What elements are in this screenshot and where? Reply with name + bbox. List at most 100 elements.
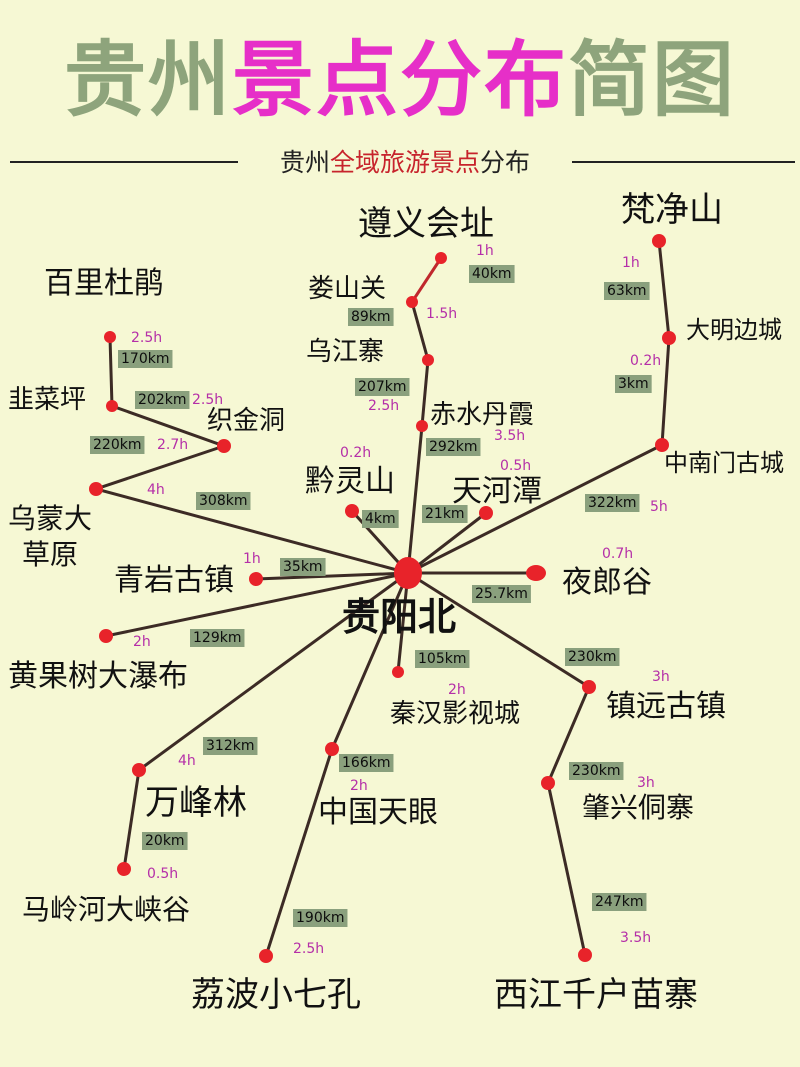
dot-guiyang-hub xyxy=(394,557,422,589)
dot-qianling xyxy=(345,504,359,518)
title-part-guizhou: 贵州 xyxy=(64,33,232,128)
route-zunyi-loushan xyxy=(410,256,443,304)
route-huangguoshu xyxy=(104,571,410,638)
travel-time-label: 2h xyxy=(350,778,368,794)
place-name: 娄山关 xyxy=(308,274,386,304)
distance-label: 25.7km xyxy=(475,586,528,602)
subtitle-part-3: 分布 xyxy=(480,148,530,177)
travel-time-labels: 1h 1.5h 2.5h 3.5h 1h 0.2h 5h 2.5h 2.5h 2… xyxy=(131,243,670,957)
distance-label: 220km xyxy=(93,437,141,453)
route-fanjing-chain xyxy=(406,239,671,575)
place-name: 镇远古镇 xyxy=(606,689,726,724)
place-name: 万峰林 xyxy=(145,783,247,823)
distance-label-box xyxy=(604,282,650,300)
place-name: 草原 xyxy=(22,538,78,571)
distance-label: 247km xyxy=(595,894,643,910)
travel-time-label: 3.5h xyxy=(620,930,651,946)
place-name: 中南门古城 xyxy=(664,449,784,477)
travel-time-label: 1h xyxy=(243,551,261,567)
title-part-sketch: 简图 xyxy=(568,33,736,128)
distance-label-box xyxy=(355,378,410,396)
dot-zhijin xyxy=(217,439,231,453)
travel-time-label: 2.5h xyxy=(293,941,324,957)
distance-label-box xyxy=(592,893,647,911)
distance-label: 3km xyxy=(618,376,649,392)
location-dots xyxy=(89,234,676,963)
travel-time-label: 1.5h xyxy=(426,306,457,322)
distance-label-box xyxy=(280,558,326,576)
place-name: 韭菜坪 xyxy=(8,385,86,415)
travel-time-label: 0.2h xyxy=(340,445,371,461)
travel-time-label: 1h xyxy=(622,255,640,271)
distance-label-box xyxy=(339,754,394,772)
travel-time-label: 0.5h xyxy=(147,866,178,882)
distance-label: 166km xyxy=(342,755,390,771)
travel-time-label: 2.7h xyxy=(157,437,188,453)
distance-label: 312km xyxy=(206,738,254,754)
dot-daming xyxy=(662,331,676,345)
distance-label-box xyxy=(142,832,188,850)
dot-chishui xyxy=(416,420,428,432)
distance-label-box xyxy=(415,650,470,668)
distance-label: 89km xyxy=(351,309,391,325)
distance-label-box xyxy=(90,436,145,454)
distance-label: 40km xyxy=(472,266,512,282)
distance-label-box xyxy=(469,265,515,283)
dot-loushanguan xyxy=(406,296,418,308)
dot-xijiang xyxy=(578,948,592,962)
distance-label: 4km xyxy=(365,511,396,527)
place-name: 马岭河大峡谷 xyxy=(22,893,190,926)
distance-label: 21km xyxy=(425,506,465,522)
distance-label-box xyxy=(135,391,190,409)
distance-label-box xyxy=(348,308,394,326)
route-qingyan xyxy=(254,571,410,581)
distance-label: 230km xyxy=(572,763,620,779)
distance-label: 308km xyxy=(199,493,247,509)
dot-tianhetan xyxy=(479,506,493,520)
dot-zhaoxing xyxy=(541,776,555,790)
travel-time-label: 3.5h xyxy=(494,428,525,444)
title-part-attractions: 景点分布 xyxy=(232,33,568,128)
place-name: 黄果树大瀑布 xyxy=(8,659,188,694)
distance-label-box xyxy=(422,505,468,523)
distance-label: 230km xyxy=(568,649,616,665)
travel-time-label: 2h xyxy=(448,682,466,698)
distance-label-box xyxy=(293,909,348,927)
distance-labels: 40km 89km 207km 292km 63km 3km 322km 170… xyxy=(90,265,652,927)
place-name: 荔波小七孔 xyxy=(191,975,361,1015)
place-name: 遵义会址 xyxy=(358,204,494,244)
travel-time-label: 4h xyxy=(178,753,196,769)
distance-label: 35km xyxy=(283,559,323,575)
route-north-chain xyxy=(406,300,430,575)
place-name: 肇兴侗寨 xyxy=(582,791,694,824)
subtitle-part-1: 贵州 xyxy=(280,148,330,177)
dot-qinhan xyxy=(392,666,404,678)
distance-label: 292km xyxy=(429,439,477,455)
place-name: 青岩古镇 xyxy=(114,563,234,598)
distance-label: 322km xyxy=(588,495,636,511)
dot-yelang xyxy=(526,565,546,581)
route-tianhetan xyxy=(406,511,488,575)
distance-label-box xyxy=(203,737,258,755)
hub-name: 贵阳北 xyxy=(342,595,456,639)
place-name: 百里杜鹃 xyxy=(44,266,164,301)
place-name: 夜郎谷 xyxy=(562,565,652,600)
dot-baili xyxy=(104,331,116,343)
distance-label: 105km xyxy=(418,651,466,667)
travel-time-label: 2.5h xyxy=(192,392,223,408)
travel-time-label: 2.5h xyxy=(368,398,399,414)
place-name: 中国天眼 xyxy=(318,795,438,830)
travel-time-label: 0.2h xyxy=(630,353,661,369)
route-qinhan xyxy=(396,571,410,674)
distance-label-box xyxy=(569,762,624,780)
distance-label-box xyxy=(190,629,245,647)
distance-label-box xyxy=(426,438,481,456)
distance-label-box xyxy=(615,375,652,393)
dot-zhongnanmen xyxy=(655,438,669,452)
distance-label: 20km xyxy=(145,833,185,849)
place-name: 乌蒙大 xyxy=(8,502,92,535)
distance-label-box xyxy=(362,510,399,528)
place-name: 乌江寨 xyxy=(306,337,384,367)
travel-time-label: 2h xyxy=(133,634,151,650)
